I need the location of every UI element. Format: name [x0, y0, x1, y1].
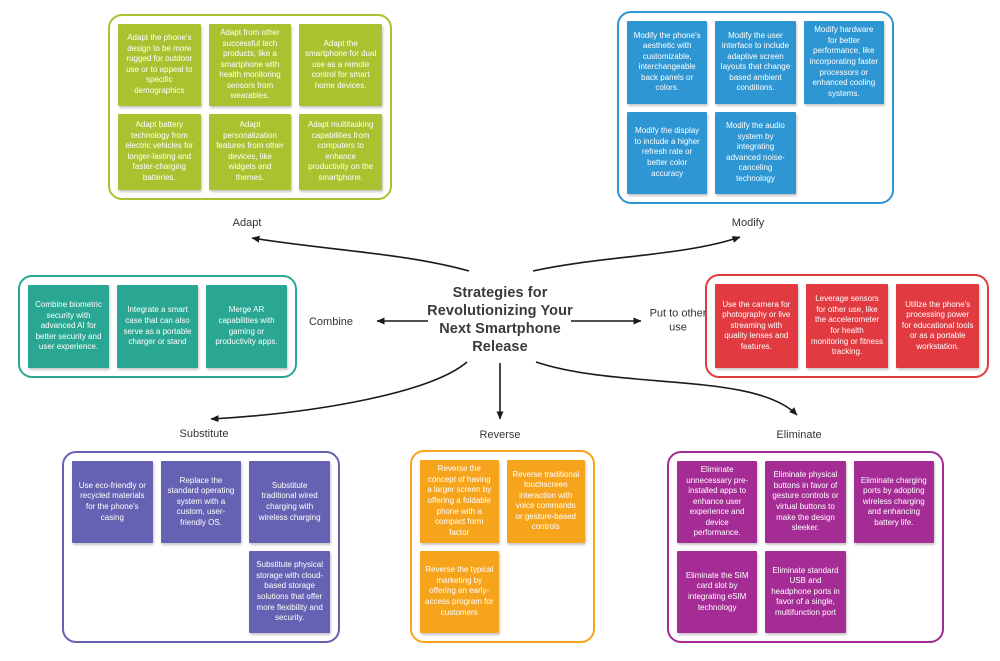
adapt-card-3: Adapt the smartphone for dual use as a r…: [299, 24, 382, 106]
put-to-other-use-group: Use the camera for photography or live s…: [705, 274, 989, 378]
adapt-branch-label: Adapt: [232, 217, 262, 229]
central-topic-line: Next Smartphone: [439, 321, 561, 337]
modify-branch-label: Modify: [731, 217, 765, 229]
central-topic-line: Strategies for: [452, 285, 548, 302]
reverse-card-1: Reverse the concept of having a larger s…: [420, 460, 499, 543]
combine-card-1: Combine biometric security with advanced…: [28, 285, 109, 368]
central-topic-line: Revolutionizing Your: [427, 303, 573, 320]
modify-group: Modify the phone's aesthetic with custom…: [617, 11, 894, 204]
central-topic: Strategies for Revolutionizing Your Next…: [405, 285, 595, 357]
combine-branch-label: Combine: [308, 316, 354, 328]
combine-card-2: Integrate a smart case that can also ser…: [117, 285, 198, 368]
substitute-card-3: Substitute traditional wired charging wi…: [249, 461, 330, 543]
substitute-branch-label: Substitute: [179, 428, 229, 440]
adapt-card-6: Adapt multitasking capabilities from com…: [299, 113, 382, 190]
adapt-card-1: Adapt the phone's design to be more rugg…: [118, 24, 201, 106]
reverse-card-3: Reverse the typical marketing by offerin…: [420, 550, 499, 633]
substitute-group: Use eco-friendly or recycled materials f…: [62, 451, 340, 643]
arrow-to-adapt: [251, 235, 470, 272]
put-to-other-use-card-1: Use the camera for photography or live s…: [715, 284, 798, 368]
modify-card-1: Modify the phone's aesthetic with custom…: [627, 21, 708, 104]
reverse-branch-label: Reverse: [479, 429, 521, 441]
eliminate-branch-label: Eliminate: [776, 429, 822, 441]
eliminate-group: Eliminate unnecessary pre-installed apps…: [667, 451, 944, 643]
modify-card-3: Modify hardware for better performance, …: [803, 21, 884, 104]
arrow-to-modify: [532, 236, 741, 272]
modify-card-4: Modify the display to include a higher r…: [627, 111, 708, 194]
reverse-card-2: Reverse traditional touchscreen interact…: [506, 460, 585, 543]
combine-group: Combine biometric security with advanced…: [18, 275, 297, 378]
substitute-card-2: Replace the standard operating system wi…: [160, 461, 242, 543]
modify-card-5: Modify the audio system by integrating a…: [715, 111, 796, 194]
eliminate-card-1: Eliminate unnecessary pre-installed apps…: [677, 461, 758, 543]
eliminate-card-2: Eliminate physical buttons in favor of g…: [765, 461, 846, 543]
reverse-group: Reverse the concept of having a larger s…: [410, 450, 595, 643]
adapt-card-5: Adapt personalization features from othe…: [208, 113, 292, 190]
eliminate-card-3: Eliminate charging ports by adopting wir…: [853, 461, 934, 543]
modify-card-2: Modify the user interface to include ada…: [715, 21, 796, 104]
substitute-card-1: Use eco-friendly or recycled materials f…: [72, 461, 153, 543]
substitute-card-4: Substitute physical storage with cloud-b…: [249, 551, 330, 633]
adapt-card-2: Adapt from other successful tech product…: [208, 24, 292, 106]
eliminate-card-5: Eliminate standard USB and headphone por…: [765, 551, 846, 633]
put-to-other-use-card-3: Utilize the phone's processing power for…: [896, 284, 979, 368]
adapt-card-4: Adapt battery technology from electric v…: [118, 113, 201, 190]
combine-card-3: Merge AR capabilities with gaming or pro…: [206, 285, 287, 368]
adapt-group: Adapt the phone's design to be more rugg…: [108, 14, 392, 200]
put-to-other-use-card-2: Leverage sensors for other use, like the…: [805, 284, 889, 368]
central-topic-line: Release: [472, 338, 528, 355]
eliminate-card-4: Eliminate the SIM card slot by integrati…: [677, 551, 758, 633]
put-to-other-use-branch-label: Put to other use: [649, 307, 707, 333]
